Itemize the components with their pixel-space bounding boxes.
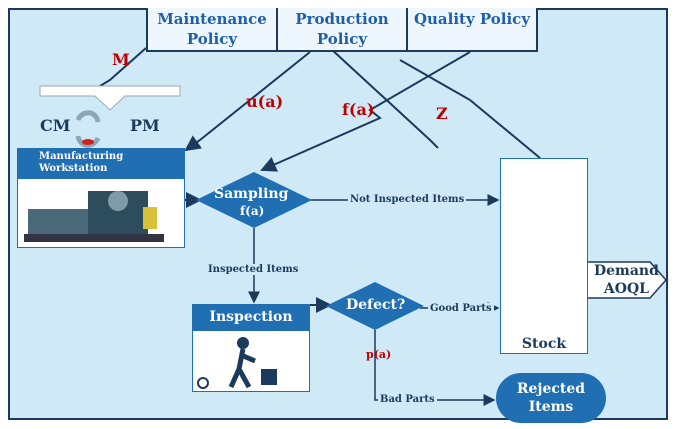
label-p: p(a) (366, 348, 392, 361)
inspection-image (192, 330, 310, 392)
arrow-f (260, 51, 471, 172)
defect-label: Defect? (346, 297, 406, 313)
rejected-items: Rejected Items (496, 373, 606, 423)
label-z: Z (436, 104, 448, 123)
demand-line1: Demand (594, 263, 659, 279)
maintenance-policy: Maintenance Policy (157, 10, 267, 48)
sampling-sub: f(a) (240, 204, 265, 218)
defect-diamond (326, 282, 424, 330)
label-u: u(a) (246, 92, 284, 111)
inspection-header: Inspection (192, 304, 310, 330)
sampling-title: Sampling (214, 186, 289, 202)
stock-label: Stock (521, 336, 567, 352)
arrow-z (329, 47, 439, 149)
demand-arrow (588, 261, 668, 299)
machine-icon (24, 191, 164, 242)
label-pm: PM (130, 116, 160, 135)
label-f: f(a) (342, 100, 375, 119)
workstation-header: Manufacturing Workstation (17, 148, 185, 178)
stock-container (500, 158, 588, 354)
edge-inspected: Inspected Items (206, 264, 301, 275)
block-arrow (39, 85, 181, 111)
policy-bar: Maintenance Policy Production Policy Qua… (146, 8, 538, 52)
sampling-diamond (196, 172, 312, 228)
arrow-bad (374, 330, 496, 406)
production-policy: Production Policy (276, 8, 406, 50)
quality-policy: Quality Policy (406, 8, 536, 50)
demand-label: Demand AOQL (594, 262, 659, 298)
label-cm: CM (40, 116, 71, 135)
edge-good: Good Parts (428, 303, 494, 314)
edge-bad: Bad Parts (378, 394, 437, 405)
inspector-icon (197, 337, 277, 389)
edge-not-inspected: Not Inspected Items (348, 194, 467, 205)
cycle-icon (75, 110, 101, 148)
workstation-image (17, 178, 185, 248)
arrow-u (184, 51, 311, 152)
demand-line2: AOQL (603, 281, 649, 297)
arrow-m (99, 47, 147, 87)
arrow-z3 (399, 59, 471, 101)
label-m: M (112, 50, 130, 69)
arrow-z2 (469, 99, 541, 159)
